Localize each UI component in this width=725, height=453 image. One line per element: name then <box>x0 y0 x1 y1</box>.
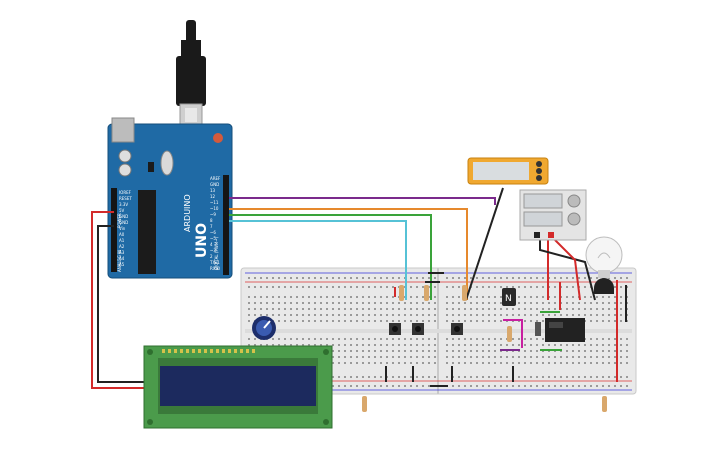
power-pin-label: GND <box>119 220 128 225</box>
digital-pin-label: ~11 <box>210 200 219 205</box>
power-pin-label: A2 <box>119 244 125 249</box>
wire-red-5v <box>91 211 150 389</box>
lcd-pin[interactable] <box>204 349 207 353</box>
digital-pin-label: RX◂0 <box>210 266 221 271</box>
power-pin-label: A4 <box>119 256 125 261</box>
power-pin-label: RESET <box>119 196 132 201</box>
lcd-pin[interactable] <box>186 349 189 353</box>
temperature-sensor-icon[interactable] <box>594 278 614 294</box>
wire-magenta <box>503 319 523 348</box>
digital-pin-label: ~5 <box>210 236 216 241</box>
power-pin-label: Vin <box>119 226 126 231</box>
lcd-pin[interactable] <box>198 349 201 353</box>
model-label: UNO <box>194 223 210 258</box>
lcd-pin[interactable] <box>216 349 219 353</box>
lcd-pin[interactable] <box>228 349 231 353</box>
lcd-pin-header <box>162 349 255 353</box>
brand-label: ARDUINO <box>183 194 192 232</box>
digital-pin-label: GND <box>210 182 219 187</box>
arduino-board[interactable]: ARDUINO UNO DIGITAL (PWM~) POWER ANALOG … <box>107 117 233 279</box>
lcd-pin[interactable] <box>180 349 183 353</box>
digital-pin-label: ~3 <box>210 248 216 253</box>
lcd-pin[interactable] <box>234 349 237 353</box>
reset-button[interactable] <box>213 133 223 143</box>
digital-header <box>223 175 229 275</box>
digital-pin-label: ~6 <box>210 230 216 235</box>
digital-pin-label: 12 <box>210 194 216 199</box>
atmega-chip <box>138 190 156 274</box>
wire-orange <box>229 208 468 300</box>
power-pin-label: IOREF <box>119 190 132 195</box>
power-pin-label: 5V <box>119 208 125 213</box>
digital-pin-label: AREF <box>210 176 221 181</box>
digital-pin-label: 7 <box>210 224 213 229</box>
analog-label: ANALOG IN <box>117 250 122 272</box>
lcd-display[interactable] <box>143 345 333 429</box>
power-pin-label: A3 <box>119 250 125 255</box>
usb-cable-icon[interactable] <box>176 20 206 127</box>
lcd-pin[interactable] <box>246 349 249 353</box>
lcd-pin[interactable] <box>210 349 213 353</box>
light-bulb-icon[interactable] <box>585 236 623 278</box>
power-pin-label: A1 <box>119 238 125 243</box>
digital-pin-label: 2 <box>210 254 213 259</box>
multimeter[interactable] <box>467 157 549 185</box>
pushbutton-icon[interactable] <box>389 323 463 335</box>
power-pin-label: 3.3V <box>119 202 128 207</box>
digital-pin-label: 13 <box>210 188 216 193</box>
power-pin-label: A5 <box>119 262 125 267</box>
power-jack <box>111 117 135 143</box>
relay-icon[interactable] <box>535 318 585 342</box>
lcd-pin[interactable] <box>252 349 255 353</box>
wire-cyan <box>229 220 407 300</box>
wires[interactable] <box>91 187 627 389</box>
digital-pin-label: ~10 <box>210 206 219 211</box>
wire-red-psu2 <box>554 239 581 301</box>
wire-black-psu <box>539 238 596 301</box>
digital-pin-label: 4 <box>210 242 213 247</box>
wire-black-gnd <box>97 225 150 383</box>
transistor-icon[interactable]: N <box>502 288 516 306</box>
power-analog-header <box>111 188 117 272</box>
digital-pin-label: 8 <box>210 218 213 223</box>
power-pin-label: GND <box>119 214 128 219</box>
wire-green <box>229 214 432 300</box>
wire-black-mm <box>465 187 504 301</box>
transistor-label: N <box>505 294 512 304</box>
power-pin-label: A0 <box>119 232 125 237</box>
lcd-pin[interactable] <box>174 349 177 353</box>
potentiometer-icon[interactable] <box>252 316 276 340</box>
power-supply[interactable] <box>519 189 587 241</box>
lcd-pin[interactable] <box>168 349 171 353</box>
power-label: POWER <box>117 213 122 228</box>
lcd-pin[interactable] <box>240 349 243 353</box>
wire-purple <box>229 197 496 205</box>
lcd-pin[interactable] <box>222 349 225 353</box>
resistor-icon <box>362 285 607 412</box>
digital-label: DIGITAL (PWM~) <box>214 236 219 270</box>
digital-pin-label: TX▸1 <box>209 260 220 265</box>
digital-pin-label: ~9 <box>210 212 216 217</box>
lcd-pin[interactable] <box>192 349 195 353</box>
lcd-pin[interactable] <box>162 349 165 353</box>
